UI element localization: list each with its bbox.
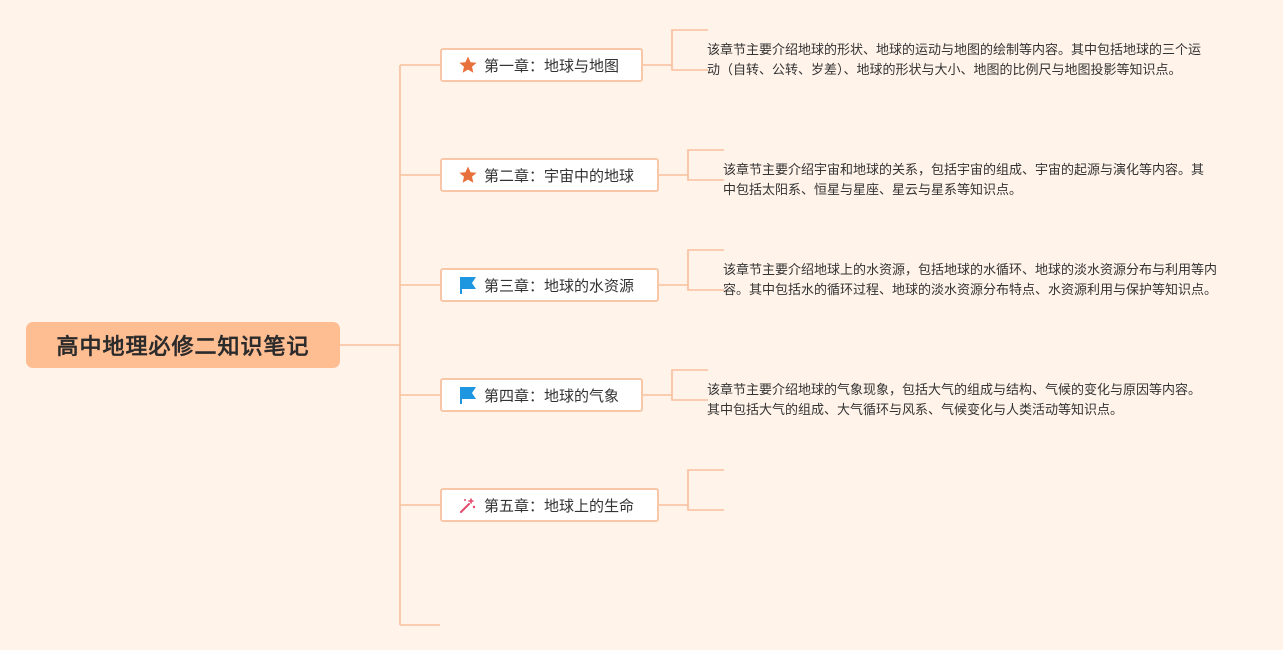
star-icon	[458, 55, 478, 75]
chapter-description-4: 该章节主要介绍地球的气象现象，包括大气的组成与结构、气候的变化与原因等内容。其中…	[707, 383, 1202, 418]
chapter-label: 第一章：地球与地图	[484, 56, 620, 75]
chapter-description-1: 该章节主要介绍地球的形状、地球的运动与地图的绘制等内容。其中包括地球的三个运动（…	[707, 43, 1202, 78]
description-bracket-1	[671, 29, 708, 71]
description-bracket-2	[687, 149, 724, 181]
chapter-node-1[interactable]: 第一章：地球与地图	[440, 48, 643, 82]
chapter-node-3[interactable]: 第三章：地球的水资源	[440, 268, 659, 302]
chapter-description-3: 该章节主要介绍地球上的水资源，包括地球的水循环、地球的淡水资源分布与利用等内容。…	[723, 263, 1218, 298]
root-topic-label: 高中地理必修二知识笔记	[56, 335, 310, 360]
chapter-node-2[interactable]: 第二章：宇宙中的地球	[440, 158, 659, 192]
flag-icon	[458, 385, 478, 405]
star-icon	[458, 165, 478, 185]
chapter-label: 第二章：宇宙中的地球	[484, 166, 635, 185]
root-topic[interactable]: 高中地理必修二知识笔记	[26, 322, 340, 368]
chapter-node-4[interactable]: 第四章：地球的气象	[440, 378, 643, 412]
chapter-description-2: 该章节主要介绍宇宙和地球的关系，包括宇宙的组成、宇宙的起源与演化等内容。其中包括…	[723, 163, 1205, 198]
chapter-node-5[interactable]: 第五章：地球上的生命	[440, 488, 659, 522]
chapter-label: 第三章：地球的水资源	[484, 276, 635, 295]
chapter-label: 第五章：地球上的生命	[484, 496, 635, 515]
flag-icon	[458, 275, 478, 295]
description-bracket-3	[687, 249, 724, 291]
description-bracket-5	[687, 469, 724, 511]
chapter-label: 第四章：地球的气象	[484, 386, 620, 405]
description-bracket-4	[671, 369, 708, 401]
sparkle-icon	[458, 495, 478, 515]
